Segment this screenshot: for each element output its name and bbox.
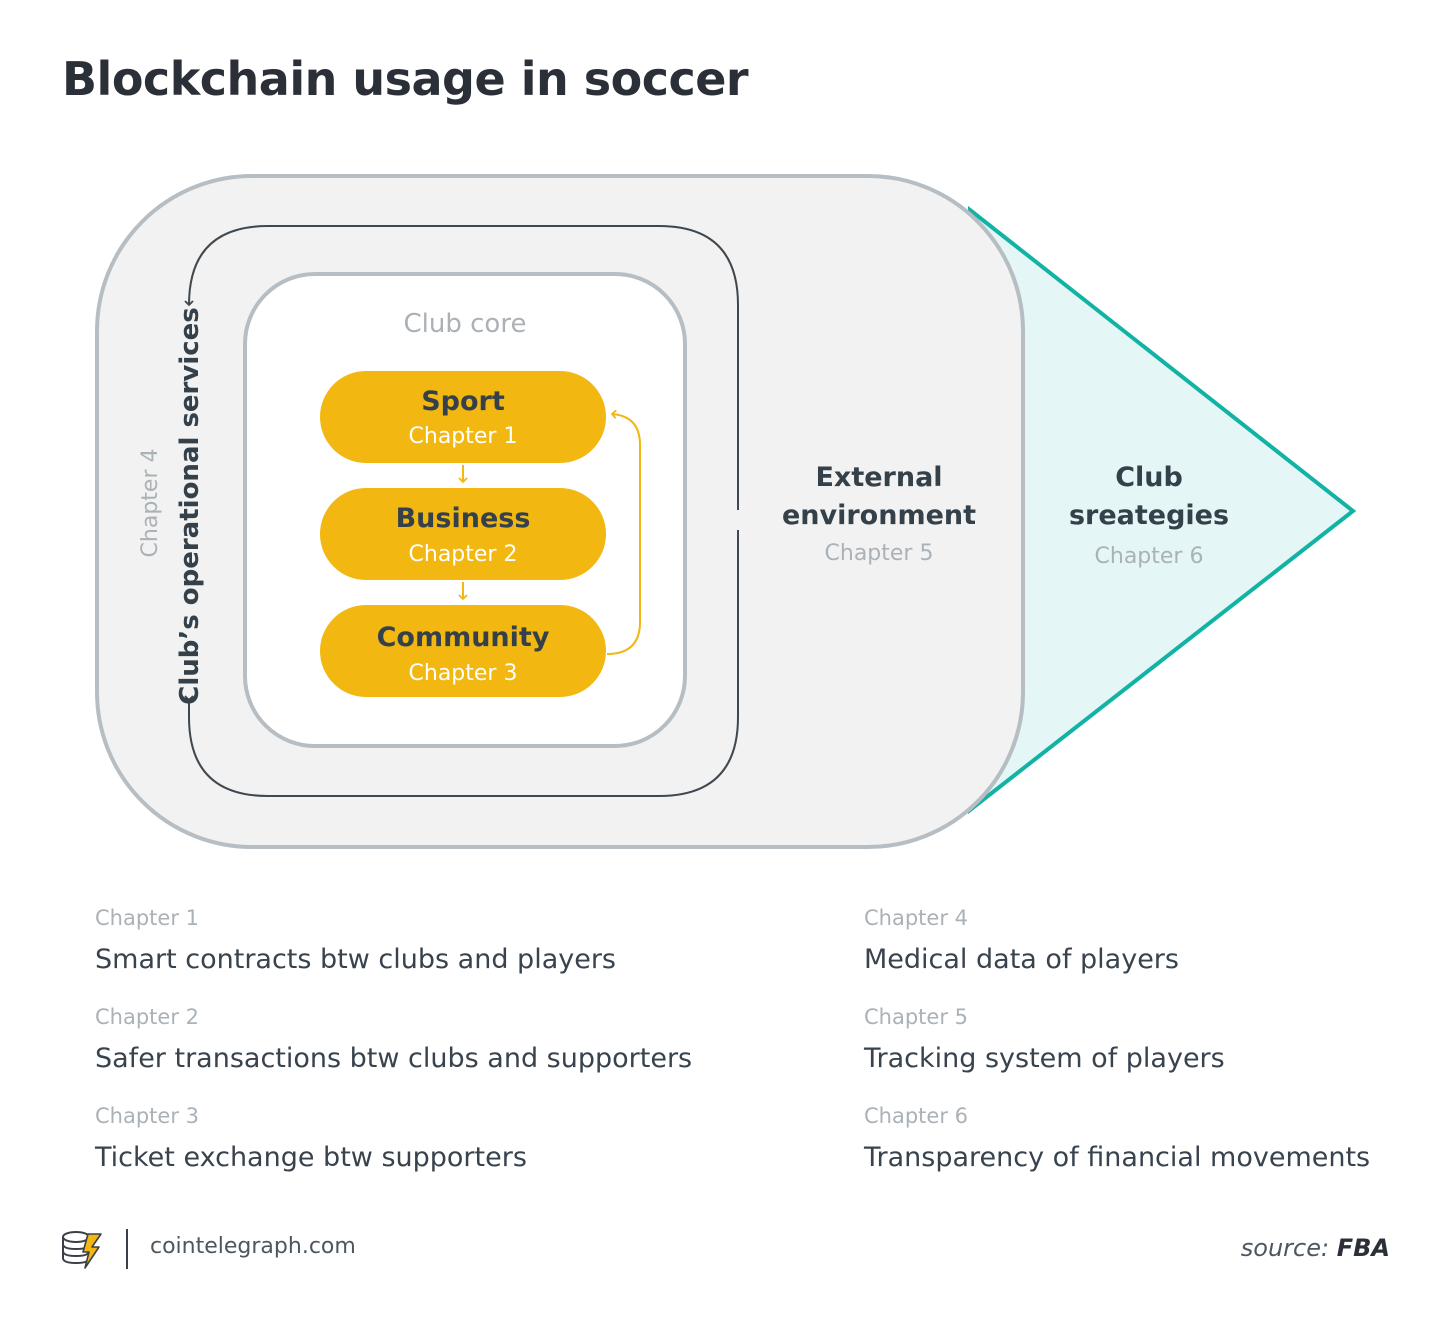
legend-chapter: Chapter 6 — [864, 1104, 968, 1128]
external-label-line2: environment — [782, 500, 976, 531]
pill-business-chapter: Chapter 2 — [409, 542, 518, 567]
pill-community-name: Community — [377, 622, 550, 653]
pill-business-name: Business — [396, 503, 531, 534]
legend-item: Chapter 2 Safer transactions btw clubs a… — [95, 1003, 735, 1100]
legend-right: Chapter 4 Medical data of players Chapte… — [864, 902, 1404, 1199]
legend-description: Tracking system of players — [864, 1043, 1225, 1074]
coin-stack-logo-icon — [62, 1231, 102, 1269]
strategies-label-line2: sreategies — [1069, 500, 1229, 531]
legend-description: Smart contracts btw clubs and players — [95, 944, 617, 975]
external-label-line1: External — [815, 462, 942, 493]
operational-services-label: Club’s operational services — [175, 307, 205, 705]
legend-item: Chapter 3 Ticket exchange btw supporters — [95, 1102, 735, 1199]
legend-chapter: Chapter 4 — [864, 906, 968, 930]
legend-description: Ticket exchange btw supporters — [95, 1142, 527, 1173]
operational-cycle-line-lower — [184, 530, 739, 797]
legend-item: Chapter 1 Smart contracts btw clubs and … — [95, 904, 735, 1001]
legend-chapter: Chapter 1 — [95, 906, 199, 930]
legend-chapter: Chapter 5 — [864, 1005, 968, 1029]
pill-business: Business Chapter 2 — [320, 488, 606, 580]
strategies-chapter: Chapter 6 — [1095, 544, 1204, 569]
legend-item: Chapter 5 Tracking system of players — [864, 1003, 1404, 1100]
page-title: Blockchain usage in soccer — [62, 52, 749, 106]
legend-item: Chapter 4 Medical data of players — [864, 904, 1404, 1001]
pill-community: Community Chapter 3 — [320, 605, 606, 697]
legend-chapter: Chapter 2 — [95, 1005, 199, 1029]
club-core-label: Club core — [404, 309, 527, 339]
arrow-community-to-sport — [606, 409, 641, 655]
legend-description: Safer transactions btw clubs and support… — [95, 1043, 693, 1074]
pill-sport-name: Sport — [421, 386, 505, 417]
source-prefix: source: — [1240, 1234, 1330, 1262]
legend-chapter: Chapter 3 — [95, 1104, 199, 1128]
pill-sport: Sport Chapter 1 — [320, 371, 606, 463]
source-credit: source: FBA — [1241, 1234, 1390, 1262]
legend-description: Transparency of financial movements — [864, 1142, 1371, 1173]
blockchain-diagram: Club core Sport Chapter 1 Business Chapt… — [95, 174, 1357, 849]
footer-divider — [126, 1229, 128, 1269]
footer-site-link[interactable]: cointelegraph.com — [150, 1234, 356, 1259]
pill-sport-chapter: Chapter 1 — [409, 424, 518, 449]
strategies-label-line1: Club — [1115, 462, 1183, 493]
operational-cycle-line — [184, 225, 739, 510]
legend-description: Medical data of players — [864, 944, 1179, 975]
legend-left: Chapter 1 Smart contracts btw clubs and … — [95, 902, 735, 1199]
source-name: FBA — [1336, 1234, 1390, 1262]
legend-item: Chapter 6 Transparency of financial move… — [864, 1102, 1404, 1199]
pill-community-chapter: Chapter 3 — [409, 661, 518, 686]
external-chapter: Chapter 5 — [825, 541, 934, 566]
operational-services-chapter: Chapter 4 — [138, 449, 163, 558]
